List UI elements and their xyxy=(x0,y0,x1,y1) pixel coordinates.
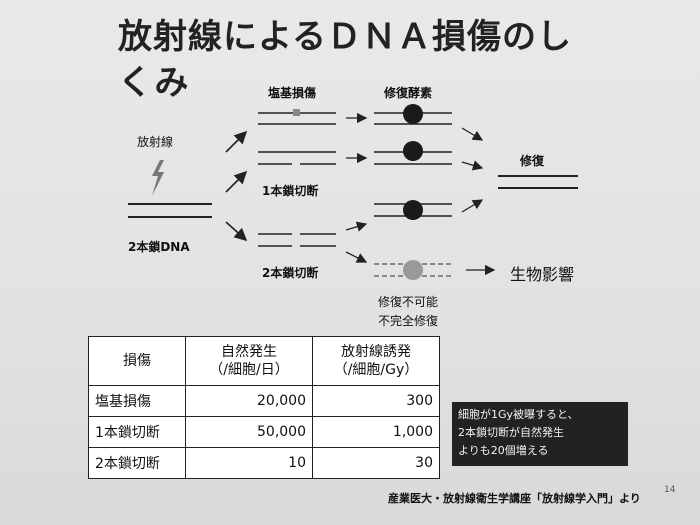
table-row: 塩基損傷 20,000 300 xyxy=(88,385,440,417)
single-break-label: 1本鎖切断 xyxy=(262,184,319,198)
row-natural: 10 xyxy=(185,447,313,479)
repair-arrows xyxy=(461,127,496,276)
row-radiation: 1,000 xyxy=(312,416,440,448)
incomplete-repair-label: 不完全修復 xyxy=(378,314,439,328)
table-row: 1本鎖切断 50,000 1,000 xyxy=(88,416,440,448)
repair-enzyme-label: 修復酵素 xyxy=(384,86,433,100)
enzyme-arrows xyxy=(345,112,368,263)
lightning-icon xyxy=(152,160,164,196)
failed-repair-enzyme xyxy=(374,260,452,280)
dna-label: 2本鎖DNA xyxy=(128,240,190,254)
header-damage: 損傷 xyxy=(88,336,186,386)
damage-frequency-table: 損傷 自然発生 （/細胞/日） 放射線誘発 （/細胞/Gy） 塩基損傷 20,0… xyxy=(88,336,440,479)
repair-enzyme-3 xyxy=(374,200,452,220)
branch-arrows xyxy=(225,130,248,242)
note-line: 2本鎖切断が自然発生 xyxy=(458,426,564,439)
repaired-dna xyxy=(498,175,578,189)
table-row: 2本鎖切断 10 30 xyxy=(88,447,440,479)
row-name: 塩基損傷 xyxy=(88,385,186,417)
header-natural-text: 自然発生 （/細胞/日） xyxy=(209,344,289,378)
row-name: 2本鎖切断 xyxy=(88,447,186,479)
header-natural: 自然発生 （/細胞/日） xyxy=(185,336,313,386)
note-line: よりも20個増える xyxy=(458,444,549,457)
row-natural: 20,000 xyxy=(185,385,313,417)
table-header-row: 損傷 自然発生 （/細胞/日） 放射線誘発 （/細胞/Gy） xyxy=(88,336,440,386)
note-box: 細胞が1Gy被曝すると、 2本鎖切断が自然発生 よりも20個増える xyxy=(452,402,628,466)
base-damage-label: 塩基損傷 xyxy=(268,86,317,100)
note-line: 細胞が1Gy被曝すると、 xyxy=(458,408,579,421)
row-radiation: 300 xyxy=(312,385,440,417)
single-break-dna xyxy=(258,151,336,165)
page-number: 14 xyxy=(664,485,676,495)
double-break-dna xyxy=(258,233,336,247)
header-radiation: 放射線誘発 （/細胞/Gy） xyxy=(312,336,440,386)
base-damage-dna xyxy=(258,109,336,125)
slide-title: 放射線によるＤＮＡ損傷のしくみ xyxy=(118,17,572,103)
row-natural: 50,000 xyxy=(185,416,313,448)
repair-enzyme-1 xyxy=(374,104,452,125)
row-radiation: 30 xyxy=(312,447,440,479)
radiation-label: 放射線 xyxy=(137,135,174,149)
repair-enzyme-2 xyxy=(374,141,452,165)
row-name: 1本鎖切断 xyxy=(88,416,186,448)
double-break-label: 2本鎖切断 xyxy=(262,266,319,280)
header-damage-text: 損傷 xyxy=(123,353,151,369)
repair-label: 修復 xyxy=(520,154,545,168)
source-credit: 産業医大・放射線衛生学講座「放射線学入門」より xyxy=(388,492,641,505)
header-radiation-text: 放射線誘発 （/細胞/Gy） xyxy=(333,344,419,378)
unrepairable-label: 修復不可能 xyxy=(378,295,439,309)
biological-effect-label: 生物影響 xyxy=(510,265,575,284)
dna-strands xyxy=(128,203,212,218)
